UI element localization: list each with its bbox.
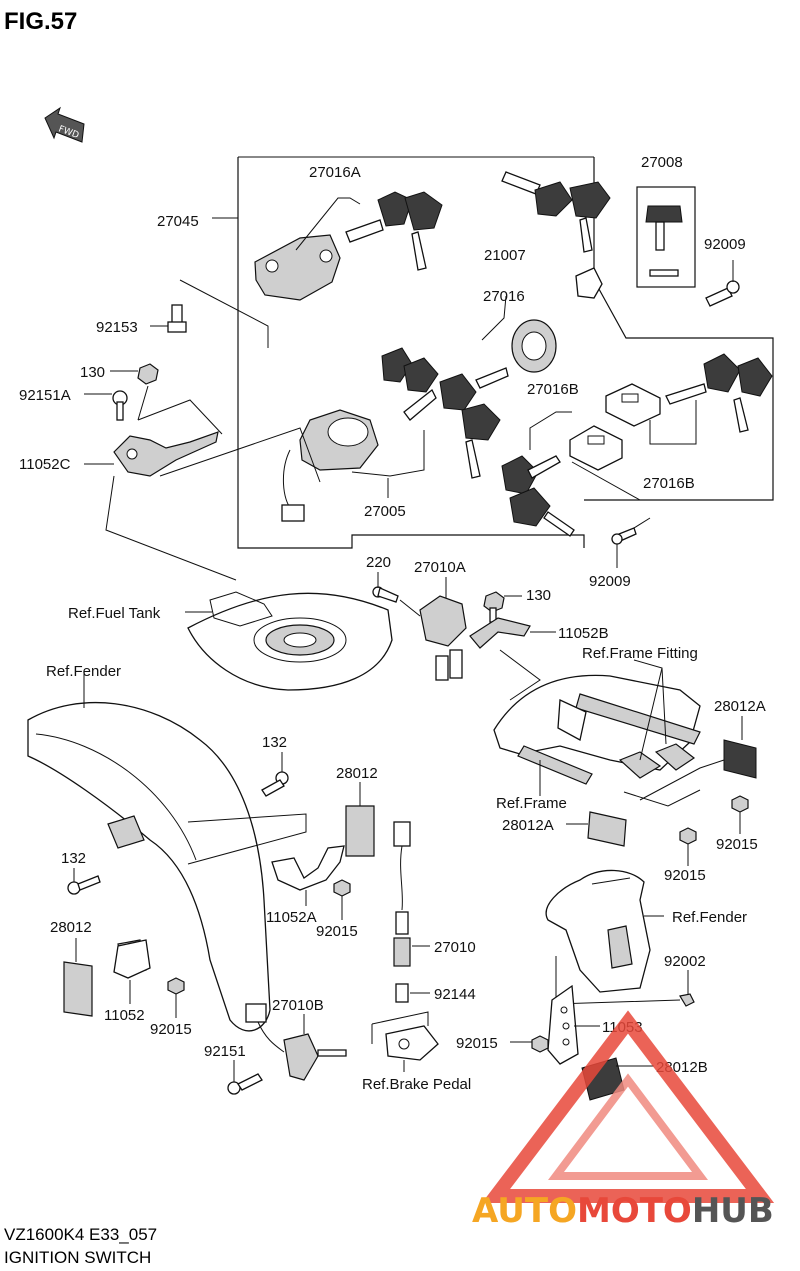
key-set-outline xyxy=(212,156,774,549)
key-27016B-lower-pair xyxy=(501,455,575,537)
spring-92144 xyxy=(395,983,409,1003)
bracket-11052A xyxy=(271,845,345,891)
label-92009-bottom: 92009 xyxy=(589,573,631,590)
screw-92009-top xyxy=(705,280,740,307)
label-130-bottom: 130 xyxy=(526,587,551,604)
ignition-switch-27005 xyxy=(281,409,379,522)
key-21007-pair xyxy=(501,171,611,299)
label-92153: 92153 xyxy=(96,319,138,336)
figure-title: FIG.57 xyxy=(4,8,77,35)
bolt-132-lower xyxy=(67,875,101,895)
lock-cylinder-27016 xyxy=(511,319,557,373)
frame-fitting xyxy=(493,674,701,785)
label-92144: 92144 xyxy=(434,986,476,1003)
label-27016B-lower: 27016B xyxy=(643,475,695,492)
label-11052A: 11052A xyxy=(266,909,317,926)
watermark-logo xyxy=(481,1010,775,1203)
figure-code: VZ1600K4 E33_057 xyxy=(4,1225,157,1244)
bolt-92153 xyxy=(167,304,187,333)
figure-name: IGNITION SWITCH xyxy=(4,1248,151,1267)
bolt-92151 xyxy=(227,1073,263,1095)
reflector-28012-upper xyxy=(345,805,375,857)
label-11052C: 11052C xyxy=(19,456,71,473)
label-27010B: 27010B xyxy=(272,997,324,1014)
label-92151: 92151 xyxy=(204,1043,246,1060)
label-132-upper: 132 xyxy=(262,734,287,751)
nut-92015-right-b xyxy=(679,827,697,845)
key-27016-pair xyxy=(381,347,509,479)
key-27016A-pair xyxy=(345,191,443,271)
label-27045: 27045 xyxy=(157,213,199,230)
nut-92015-right-a xyxy=(731,795,749,813)
label-ref-fender-front: Ref.Fender xyxy=(46,663,121,680)
label-27010: 27010 xyxy=(434,939,476,956)
bolt-92151A xyxy=(112,390,128,421)
lock-cover-27045 xyxy=(254,234,341,301)
key-27008-box xyxy=(636,186,696,288)
label-92151A: 92151A xyxy=(19,387,71,404)
forward-arrow-icon: FWD xyxy=(44,106,85,143)
label-28012-upper: 28012 xyxy=(336,765,378,782)
reflector-28012A-center xyxy=(587,811,627,847)
label-11052B: 11052B xyxy=(558,625,609,642)
nut-92015-center xyxy=(333,879,351,897)
lock-block-27016B-upper xyxy=(605,383,661,427)
nut-92015-rear xyxy=(531,1035,549,1053)
label-27005: 27005 xyxy=(364,503,406,520)
label-ref-fender-rear: Ref.Fender xyxy=(672,909,747,926)
watermark-text: AUTOMOTOHUB xyxy=(472,1191,774,1231)
bracket-11052C xyxy=(113,431,219,477)
bracket-11053 xyxy=(547,984,579,1065)
bracket-11052 xyxy=(113,939,151,979)
watermark-moto: MOTO xyxy=(577,1191,692,1231)
switch-27010B xyxy=(245,1003,347,1081)
label-92015-center: 92015 xyxy=(316,923,358,940)
label-21007: 21007 xyxy=(484,247,526,264)
label-ref-fuel-tank: Ref.Fuel Tank xyxy=(68,605,161,622)
label-27016: 27016 xyxy=(483,288,525,305)
screw-220 xyxy=(372,586,399,603)
label-92015-right-a: 92015 xyxy=(716,836,758,853)
label-ref-frame: Ref.Frame xyxy=(496,795,567,812)
screw-92009-bottom xyxy=(611,527,637,545)
label-92015-right-b: 92015 xyxy=(664,867,706,884)
key-27008-icon xyxy=(645,205,683,277)
label-27016A: 27016A xyxy=(309,164,361,181)
brake-pedal xyxy=(385,1025,439,1061)
label-27008: 27008 xyxy=(641,154,683,171)
watermark-auto: AUTO xyxy=(472,1191,577,1231)
watermark-hub: HUB xyxy=(692,1191,774,1231)
key-27016B-upper-pair xyxy=(665,353,773,433)
label-92015-rear: 92015 xyxy=(456,1035,498,1052)
label-220: 220 xyxy=(366,554,391,571)
label-11052: 11052 xyxy=(104,1007,145,1024)
nut-130-bottom xyxy=(483,591,505,623)
lock-block-27016B-lower xyxy=(569,425,623,471)
nut-130-top xyxy=(137,363,159,385)
brake-switch-27010 xyxy=(393,821,411,967)
label-92015-left: 92015 xyxy=(150,1021,192,1038)
bracket-11052B xyxy=(469,617,531,649)
reflector-28012-lower xyxy=(63,961,93,1017)
label-132-lower: 132 xyxy=(61,850,86,867)
rear-fender xyxy=(545,869,651,993)
bolt-92002 xyxy=(679,993,695,1007)
label-28012A-right: 28012A xyxy=(714,698,766,715)
nut-92015-left xyxy=(167,977,185,995)
label-92002: 92002 xyxy=(664,953,706,970)
bolt-132-upper xyxy=(261,771,289,797)
label-ref-frame-fitting: Ref.Frame Fitting xyxy=(582,645,698,662)
switch-27010A xyxy=(419,595,467,681)
label-27010A: 27010A xyxy=(414,559,466,576)
label-ref-brake-pedal: Ref.Brake Pedal xyxy=(362,1076,471,1093)
label-28012A-center: 28012A xyxy=(502,817,554,834)
label-28012-lower: 28012 xyxy=(50,919,92,936)
label-27016B-upper: 27016B xyxy=(527,381,579,398)
fuel-tank xyxy=(187,591,393,691)
label-92009-top: 92009 xyxy=(704,236,746,253)
reflector-28012A-right xyxy=(723,739,757,779)
label-130-top: 130 xyxy=(80,364,105,381)
